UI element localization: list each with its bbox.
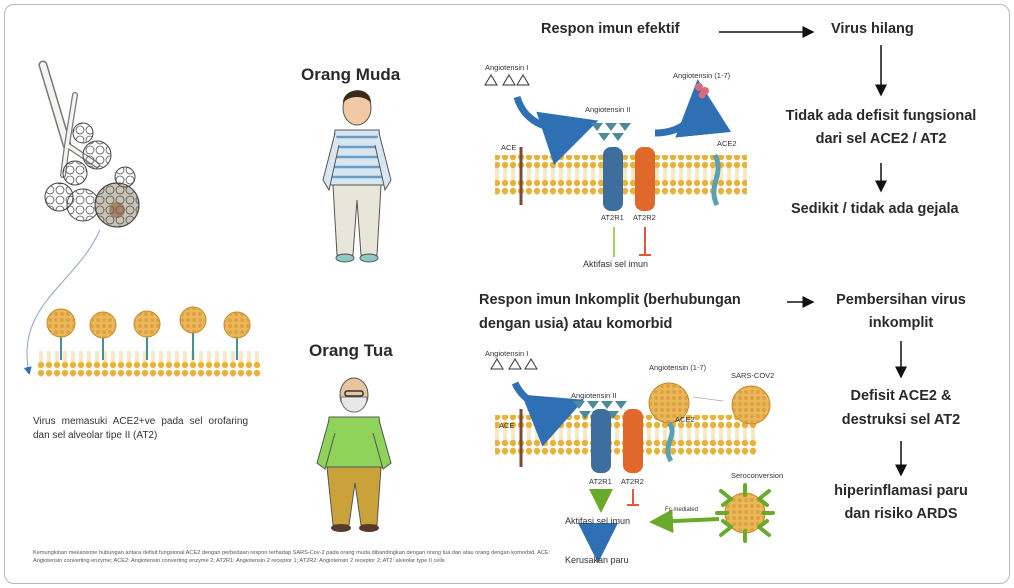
- old-angiotensin2-label: Angiotensin II: [571, 391, 616, 400]
- old-heading: Orang Tua: [309, 341, 393, 361]
- old-angiotensin17-label: Angiotensin (1-7): [649, 363, 706, 372]
- young-at2r2-label: AT2R2: [633, 213, 656, 222]
- young-heading: Orang Muda: [301, 65, 400, 85]
- top-deficit-line1: Tidak ada defisit fungsional: [771, 108, 991, 124]
- old-fc-mediated-label: Fc mediated: [665, 507, 698, 513]
- left-membrane: [37, 307, 262, 377]
- young-ace2-label: ACE2: [717, 139, 737, 148]
- old-ace2-label: ACE2: [675, 415, 695, 424]
- old-activation-label: Aktifasi sel imun: [565, 516, 630, 526]
- old-seroconversion-label: Seroconversion: [731, 471, 783, 480]
- footnote: Kemungkinan mekanisme hubungan antara de…: [33, 549, 553, 565]
- old-angiotensin1-label: Angiotensin I: [485, 349, 528, 358]
- old-at2r1-label: AT2R1: [589, 477, 612, 486]
- bottom-clearance-line2: inkomplit: [811, 315, 991, 331]
- bottom-clearance-line1: Pembersihan virus: [811, 292, 991, 308]
- young-angiotensin1-label: Angiotensin I: [485, 63, 528, 72]
- bottom-outcome-line2: dan risiko ARDS: [811, 506, 991, 522]
- top-result-text: Virus hilang: [831, 21, 914, 37]
- bottom-deficit-line2: destruksi sel AT2: [811, 412, 991, 428]
- bottom-deficit-line1: Defisit ACE2 &: [811, 388, 991, 404]
- young-at2r1-label: AT2R1: [601, 213, 624, 222]
- old-at2r2-label: AT2R2: [621, 477, 644, 486]
- bottom-response-line2: dengan usia) atau komorbid: [479, 316, 672, 332]
- top-deficit-line2: dari sel ACE2 / AT2: [771, 131, 991, 147]
- left-caption: Virus memasuki ACE2+ve pada sel orofarin…: [33, 415, 248, 443]
- old-sars-label: SARS-COV2: [731, 371, 774, 380]
- young-activation-label: Aktifasi sel imun: [583, 259, 648, 269]
- young-person-illustration: [323, 90, 391, 262]
- diagram-frame: Respon imun efektif Virus hilang Tidak a…: [4, 4, 1010, 584]
- young-ras-panel: [485, 75, 747, 257]
- lung-illustration: [27, 65, 139, 373]
- young-angiotensin2-label: Angiotensin II: [585, 105, 630, 114]
- old-ras-panel: [491, 359, 773, 553]
- old-ace-label: ACE: [499, 421, 514, 430]
- young-angiotensin17-label: Angiotensin (1-7): [673, 71, 730, 80]
- top-response-text: Respon imun efektif: [541, 21, 680, 37]
- bottom-response-line1: Respon imun Inkomplit (berhubungan: [479, 292, 741, 308]
- old-person-illustration: [317, 378, 391, 532]
- young-ace-label: ACE: [501, 143, 516, 152]
- bottom-outcome-line1: hiperinflamasi paru: [811, 483, 991, 499]
- top-symptoms-text: Sedikit / tidak ada gejala: [791, 201, 959, 217]
- old-damage-label: Kerusakan paru: [565, 555, 629, 565]
